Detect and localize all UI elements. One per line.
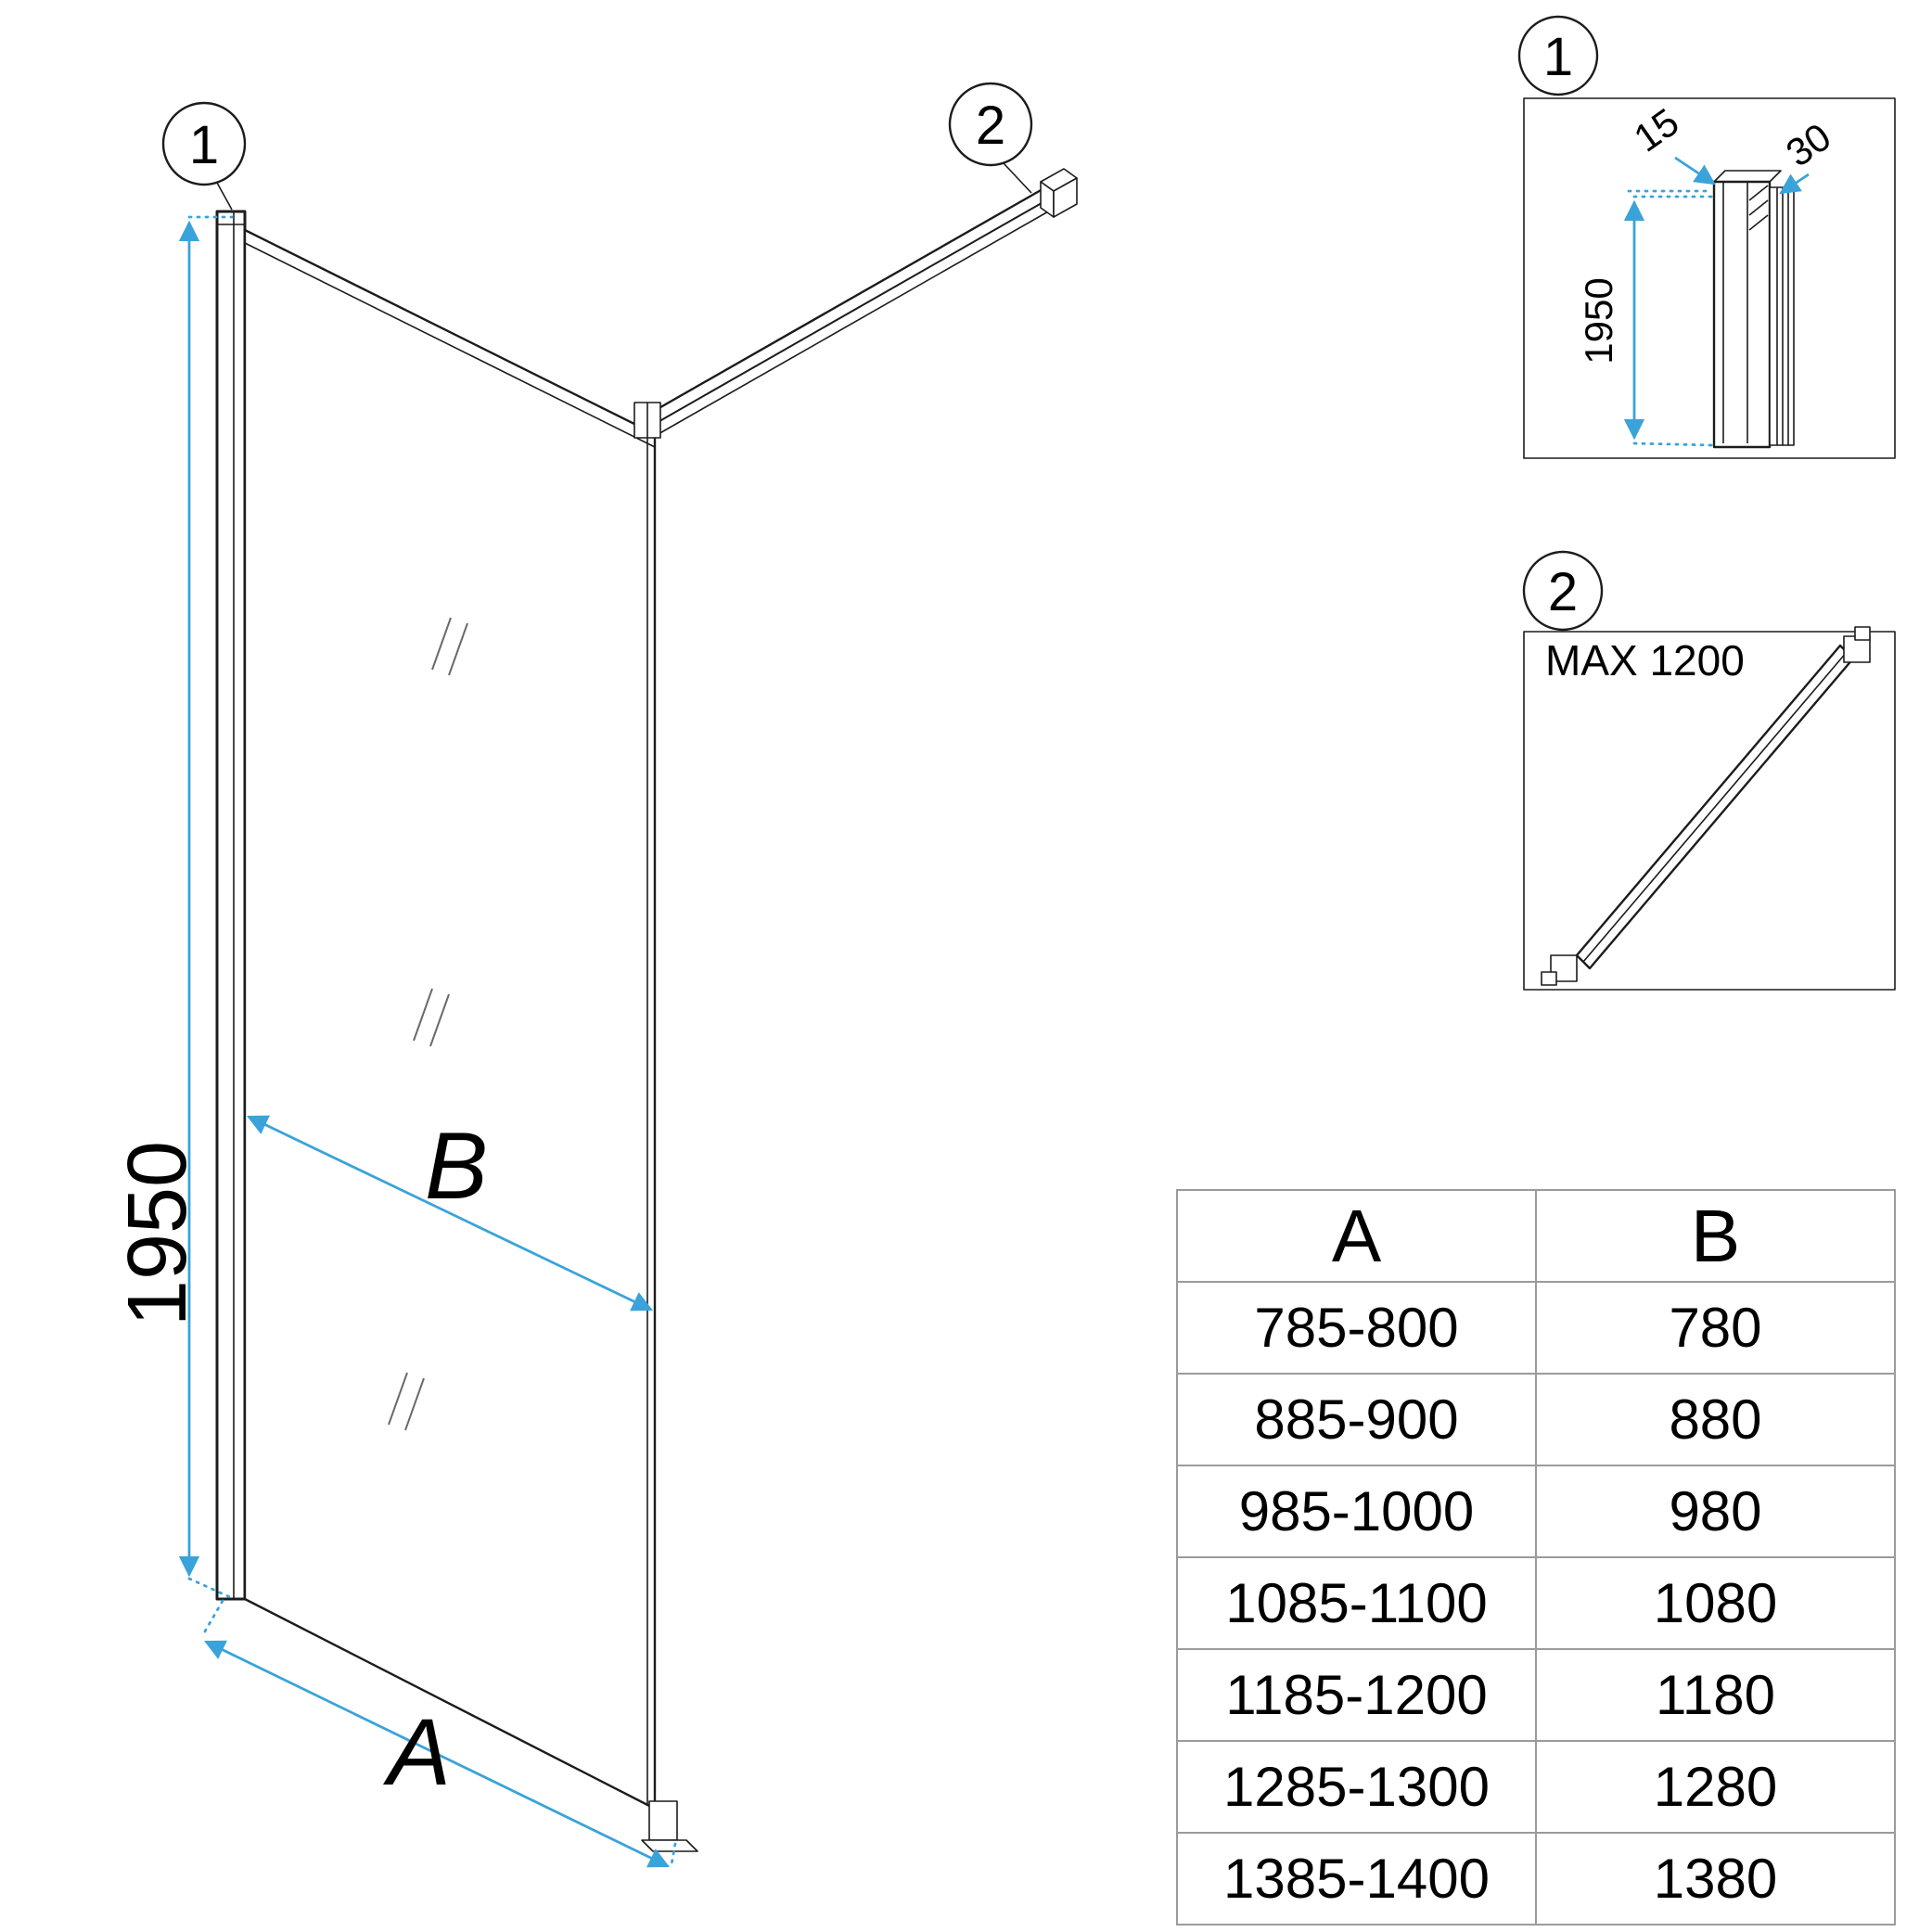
size-cell-a: 985-1000	[1176, 1465, 1537, 1558]
support-bar-wall-bracket	[1040, 168, 1078, 218]
detail-1-frame	[1523, 97, 1896, 459]
size-table-row: 1285-1300 1280	[1176, 1740, 1896, 1834]
detail-1-dim-1950-label: 1950	[1577, 277, 1620, 364]
callout-2: 2	[948, 82, 1033, 194]
overall-width-label: A	[382, 1699, 451, 1805]
size-table-row: 785-800 780	[1176, 1281, 1896, 1375]
size-table-row: 1185-1200 1180	[1176, 1648, 1896, 1742]
callout-2-number: 2	[976, 96, 1005, 156]
wall-profile	[215, 210, 247, 1601]
size-cell-a: 885-900	[1176, 1373, 1537, 1466]
size-cell-a: 1385-1400	[1176, 1832, 1537, 1926]
callout-1-number: 1	[189, 115, 219, 175]
size-cell-b: 880	[1535, 1373, 1896, 1466]
dim-glass-width-b: B	[246, 1113, 654, 1311]
detail-2-number: 2	[1548, 562, 1578, 622]
detail-1: 1 15	[1517, 15, 1896, 459]
size-table-row: 1085-1100 1080	[1176, 1556, 1896, 1650]
size-cell-a: 1285-1300	[1176, 1740, 1537, 1834]
detail-1-dim-1950: 1950	[1577, 195, 1714, 447]
size-table-header-b: B	[1535, 1189, 1896, 1283]
dim-height-1950: 1950	[111, 215, 234, 1599]
glass-reflection-marks	[388, 617, 468, 1431]
support-bar-glass-clamp	[633, 402, 661, 439]
glass-width-label: B	[425, 1113, 488, 1219]
size-cell-a: 785-800	[1176, 1281, 1537, 1375]
size-table-header-row: A B	[1176, 1189, 1896, 1283]
detail-1-profile-drawing	[1712, 170, 1795, 449]
callout-1: 1	[161, 101, 247, 211]
size-cell-b: 780	[1535, 1281, 1896, 1375]
size-cell-b: 1380	[1535, 1832, 1896, 1926]
size-cell-a: 1185-1200	[1176, 1648, 1537, 1742]
size-cell-b: 1280	[1535, 1740, 1896, 1834]
size-table-header-a: A	[1176, 1189, 1537, 1283]
height-dimension-label: 1950	[111, 1141, 204, 1326]
size-cell-a: 1085-1100	[1176, 1556, 1537, 1650]
size-table-row: 1385-1400 1380	[1176, 1832, 1896, 1926]
detail-1-number: 1	[1543, 27, 1573, 87]
glass-panel	[243, 228, 657, 1810]
detail-2-max-label: MAX 1200	[1545, 636, 1745, 685]
size-cell-b: 1180	[1535, 1648, 1896, 1742]
size-cell-b: 1080	[1535, 1556, 1896, 1650]
detail-2: 2 MAX 1200	[1522, 550, 1896, 991]
glass-foot-bracket	[641, 1800, 698, 1852]
size-cell-b: 980	[1535, 1465, 1896, 1558]
detail-2-bar-drawing	[1541, 626, 1871, 986]
dim-overall-width-a: A	[200, 1599, 677, 1868]
size-table-row: 885-900 880	[1176, 1373, 1896, 1466]
support-bar	[633, 168, 1078, 439]
size-table: A B 785-800 780 885-900 880 985-1000 980…	[1176, 1189, 1896, 1926]
size-table-row: 985-1000 980	[1176, 1465, 1896, 1558]
